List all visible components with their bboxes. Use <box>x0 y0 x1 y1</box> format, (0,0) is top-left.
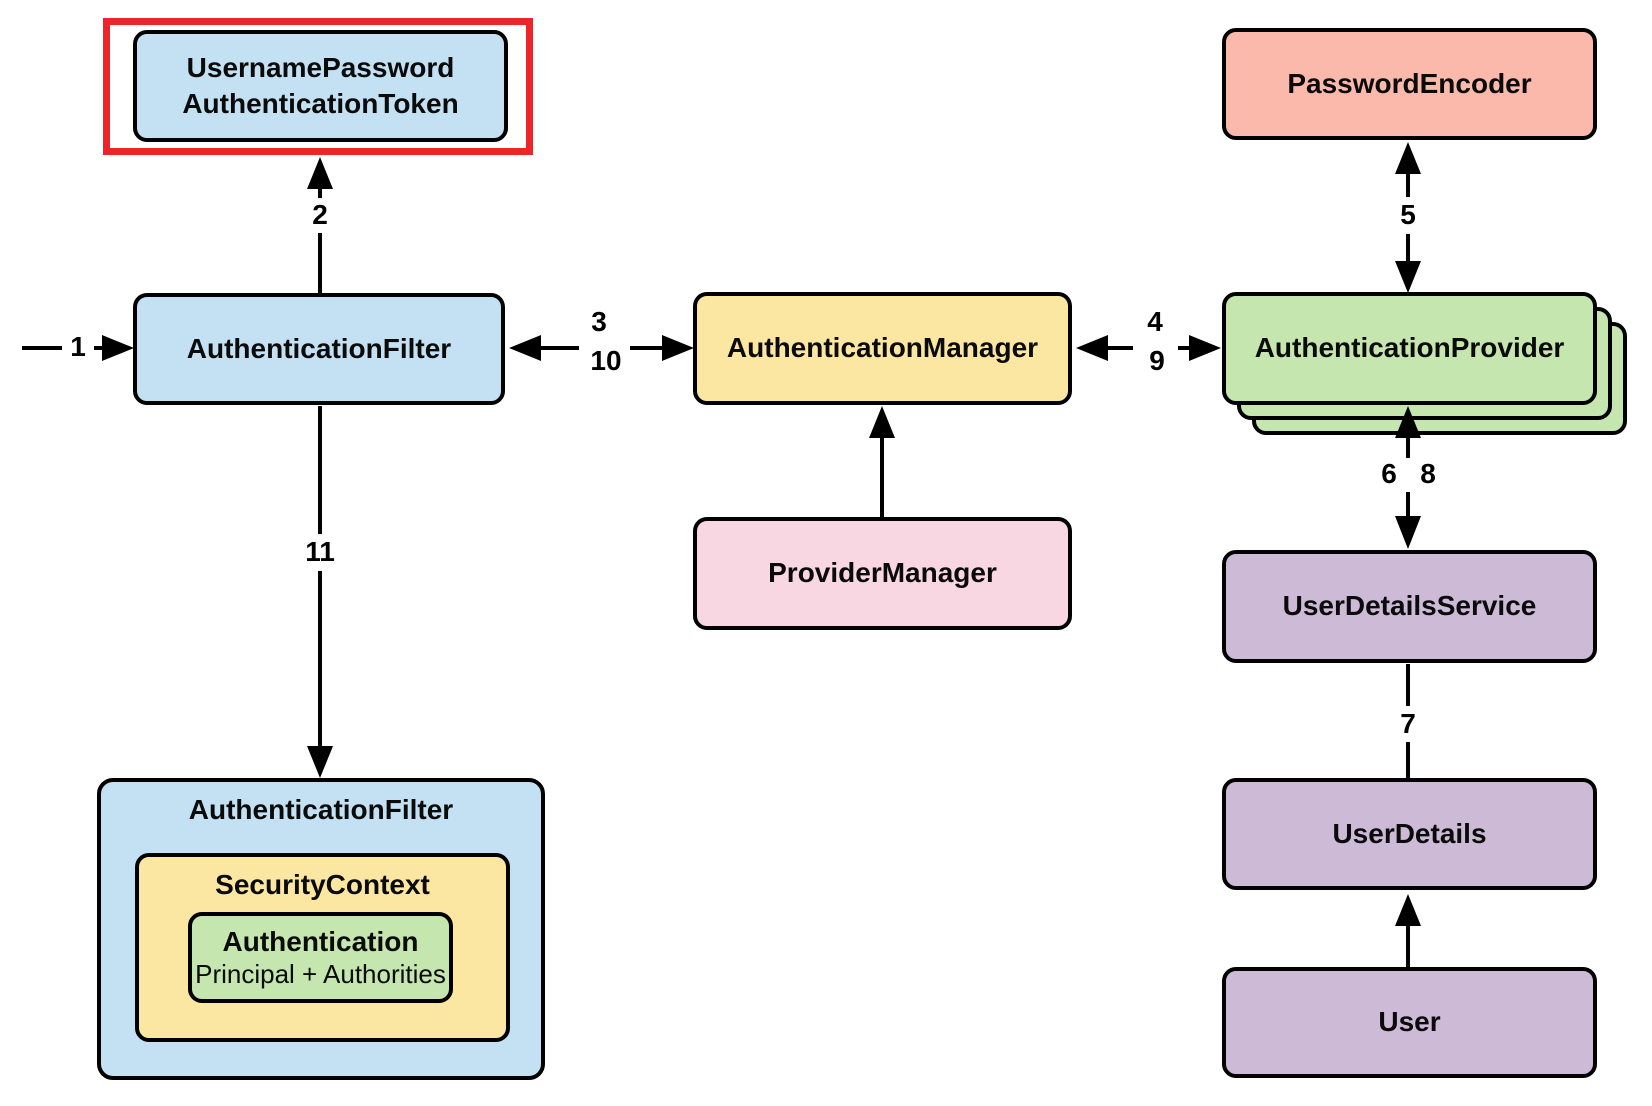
label-step-10: 10 <box>587 347 625 375</box>
label-step-9: 9 <box>1146 347 1168 375</box>
node-label: Authentication <box>222 926 419 958</box>
node-label-line2: AuthenticationToken <box>182 88 459 119</box>
label-step-2: 2 <box>309 201 331 229</box>
connector-filter-to-context-11 <box>307 406 333 778</box>
connector-provider-manager-to-manager <box>869 406 895 517</box>
label-step-5: 5 <box>1397 201 1419 229</box>
label-step-6: 6 <box>1378 460 1400 488</box>
connector-user-to-user-details <box>1395 894 1421 967</box>
node-label-line1: UsernamePassword <box>186 51 455 83</box>
label-step-3: 3 <box>588 308 610 336</box>
node-authentication-filter: AuthenticationFilter <box>133 293 505 405</box>
label-step-7: 7 <box>1397 710 1419 738</box>
label-step-1: 1 <box>67 333 89 361</box>
node-password-encoder: PasswordEncoder <box>1222 28 1597 140</box>
node-authentication-provider: AuthenticationProvider <box>1222 292 1597 405</box>
node-sublabel: Principal + Authorities <box>195 958 446 989</box>
node-label: SecurityContext <box>215 869 430 900</box>
node-label: AuthenticationManager <box>726 332 1039 364</box>
node-label: ProviderManager <box>768 557 997 589</box>
highlight-red-frame <box>103 18 533 155</box>
node-label: User <box>1378 1006 1441 1038</box>
node-username-password-authentication-token: UsernamePassword AuthenticationToken <box>133 30 508 142</box>
node-label: AuthenticationProvider <box>1254 332 1565 364</box>
node-user: User <box>1222 967 1597 1078</box>
label-step-8: 8 <box>1417 460 1439 488</box>
node-user-details-service: UserDetailsService <box>1222 550 1597 663</box>
node-label: AuthenticationFilter <box>188 794 454 825</box>
node-label: UserDetails <box>1332 817 1487 849</box>
node-user-details: UserDetails <box>1222 778 1597 890</box>
label-step-4: 4 <box>1144 308 1166 336</box>
node-label: PasswordEncoder <box>1287 67 1532 99</box>
node-provider-manager: ProviderManager <box>693 517 1072 630</box>
node-label: AuthenticationFilter <box>186 332 452 364</box>
label-step-11: 11 <box>302 538 338 566</box>
node-authentication: Authentication Principal + Authorities <box>188 912 453 1003</box>
node-authentication-manager: AuthenticationManager <box>693 292 1072 405</box>
node-label: UserDetailsService <box>1282 590 1537 622</box>
